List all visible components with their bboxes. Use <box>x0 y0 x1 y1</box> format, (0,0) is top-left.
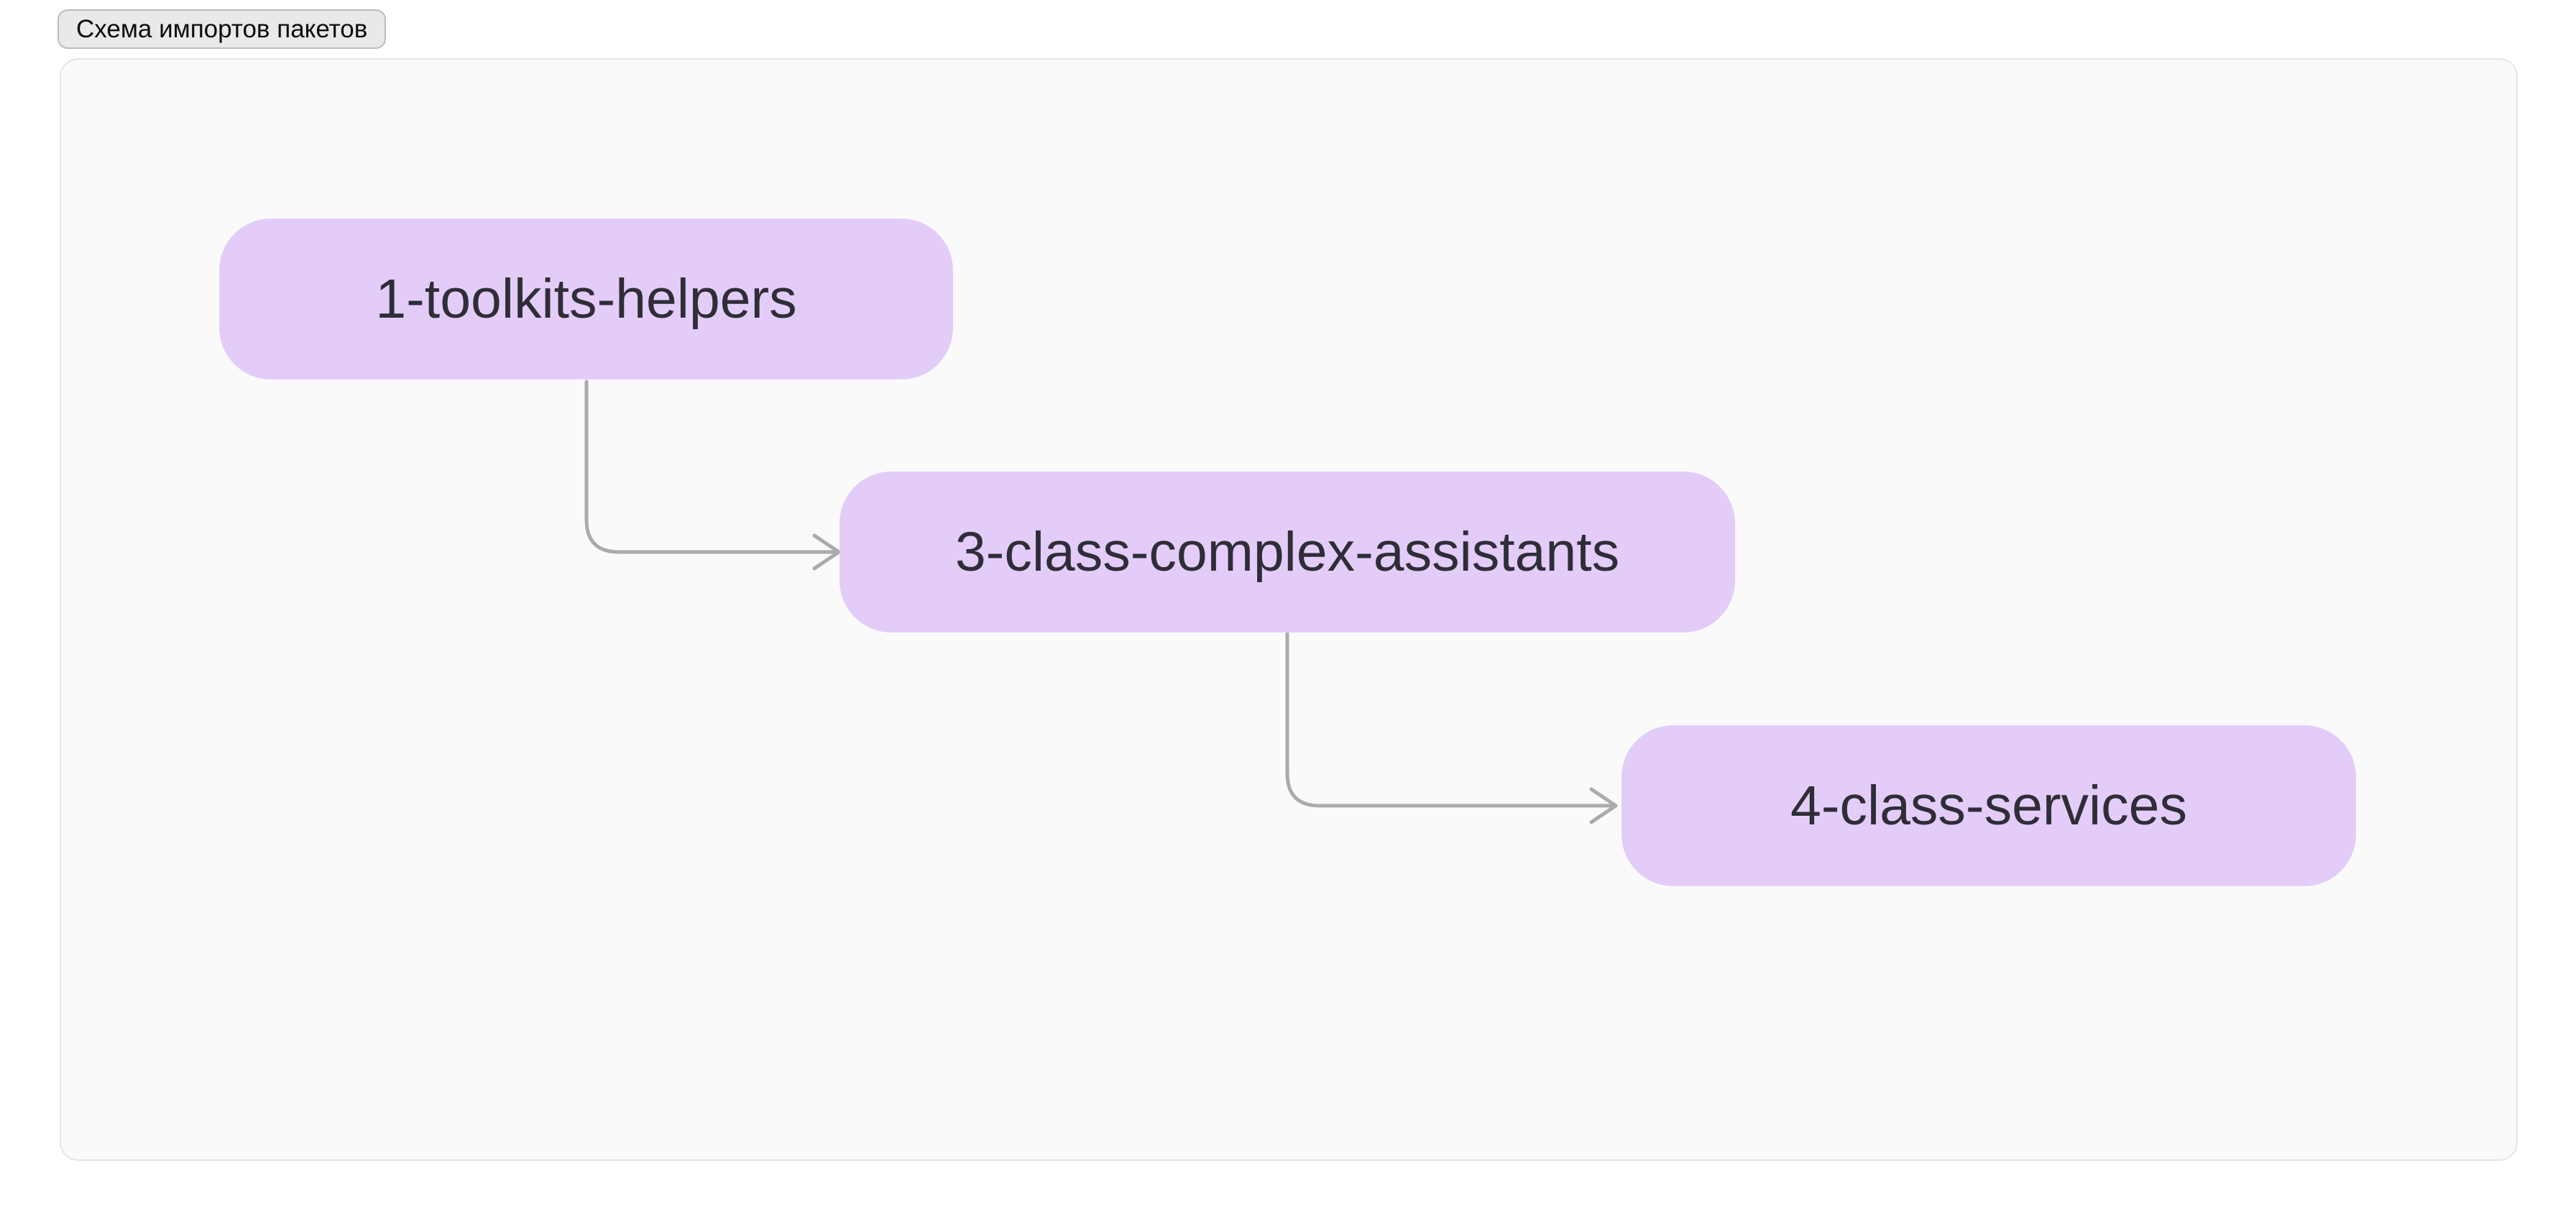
node-label: 4-class-services <box>1790 774 2187 837</box>
node-1-toolkits-helpers: 1-toolkits-helpers <box>219 218 953 380</box>
node-3-class-complex-assistants: 3-class-complex-assistants <box>840 472 1735 632</box>
node-4-class-services: 4-class-services <box>1622 725 2356 886</box>
diagram-title-chip[interactable]: Схема импортов пакетов <box>58 9 387 49</box>
node-label: 1-toolkits-helpers <box>375 267 797 330</box>
node-label: 3-class-complex-assistants <box>954 520 1620 583</box>
